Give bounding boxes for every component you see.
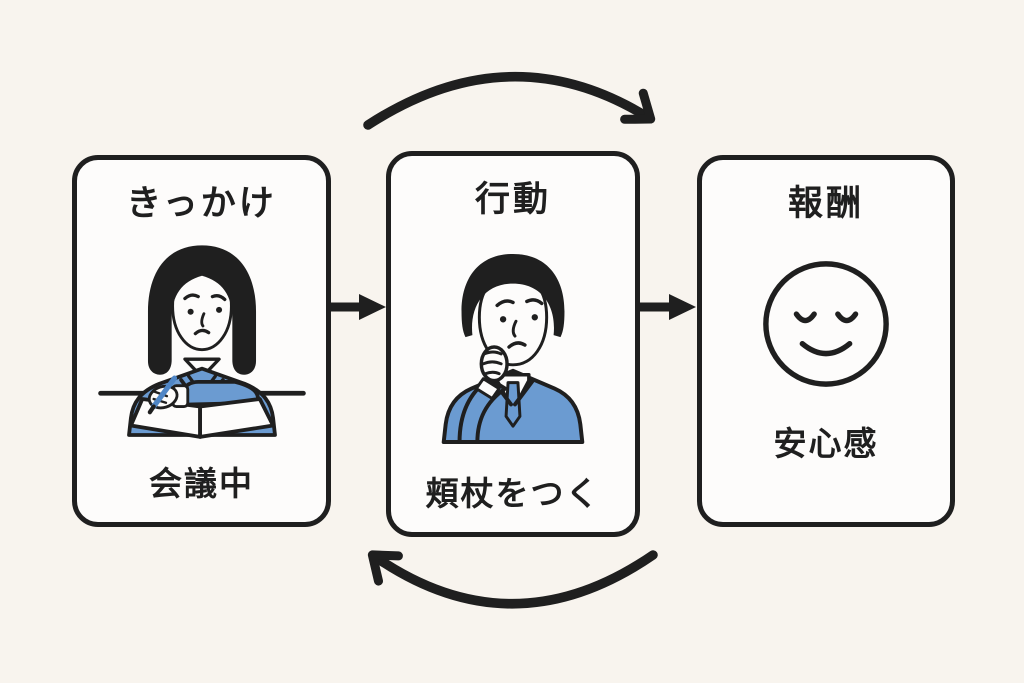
card-reward-title: 報酬 (787, 184, 864, 223)
arrow-loop-back (367, 550, 658, 609)
card-behavior-title: 行動 (474, 180, 551, 219)
card-behavior: 行動 頬杖をつ (386, 151, 640, 537)
card-behavior-caption: 頬杖をつく (425, 475, 601, 512)
arrow-cue-to-behavior (328, 294, 386, 320)
man-resting-chin-on-hand-icon (401, 217, 625, 477)
arrow-loop-forward (363, 72, 656, 130)
card-cue: きっかけ (72, 155, 331, 527)
card-cue-title: きっかけ (126, 184, 277, 223)
card-cue-caption: 会議中 (149, 465, 254, 502)
card-reward: 報酬 安心感 (697, 155, 955, 527)
arrow-behavior-to-reward (638, 294, 696, 320)
card-reward-caption: 安心感 (773, 425, 879, 462)
woman-writing-in-meeting-icon (87, 221, 316, 467)
relieved-smiley-face-icon (712, 221, 940, 427)
